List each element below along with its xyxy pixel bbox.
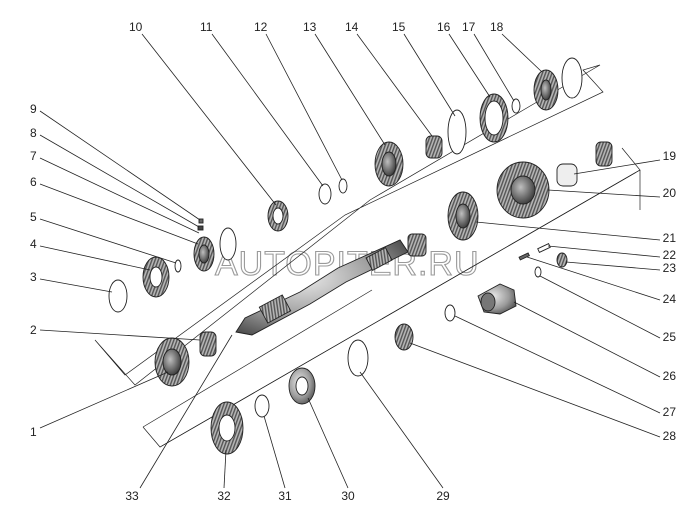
part-19-bushing bbox=[556, 163, 578, 187]
leader-line-2 bbox=[39, 329, 201, 341]
leader-line-32 bbox=[223, 449, 227, 489]
leader-line-1 bbox=[39, 371, 169, 429]
part-29-snap-ring bbox=[347, 339, 369, 377]
callout-label-30: 30 bbox=[341, 489, 355, 503]
part-23-nut bbox=[556, 252, 568, 268]
leader-line-11 bbox=[211, 33, 324, 187]
callout-label-12: 12 bbox=[254, 20, 268, 34]
part-3-snap-ring bbox=[108, 279, 128, 313]
part-7-ring bbox=[219, 227, 237, 261]
callout-label-19: 19 bbox=[663, 149, 677, 163]
part-31-washer bbox=[254, 394, 270, 418]
leader-line-12 bbox=[265, 33, 343, 181]
callout-label-21: 21 bbox=[663, 231, 677, 245]
parts-group bbox=[108, 57, 613, 455]
axis-lines bbox=[94, 64, 641, 448]
part-5-washer bbox=[174, 259, 182, 273]
leader-line-14 bbox=[356, 33, 433, 137]
leader-line-4 bbox=[39, 245, 151, 271]
leader-line-7 bbox=[39, 157, 200, 234]
leader-line-17 bbox=[473, 33, 515, 102]
leader-line-5 bbox=[39, 218, 177, 264]
part-22-pin bbox=[537, 243, 551, 253]
callout-label-20: 20 bbox=[663, 186, 677, 200]
part-33-bearing bbox=[199, 331, 217, 357]
callout-label-14: 14 bbox=[345, 20, 359, 34]
part-27-seal bbox=[444, 304, 456, 322]
callout-label-8: 8 bbox=[30, 126, 37, 140]
leader-line-27 bbox=[454, 315, 661, 414]
leader-line-16 bbox=[448, 33, 491, 98]
callout-label-9: 9 bbox=[30, 102, 37, 116]
callout-label-3: 3 bbox=[30, 270, 37, 284]
callout-label-1: 1 bbox=[30, 425, 37, 439]
leader-line-26 bbox=[513, 301, 661, 378]
leader-line-25 bbox=[539, 275, 661, 339]
part-12-ring bbox=[338, 178, 348, 194]
callout-label-29: 29 bbox=[436, 489, 450, 503]
leader-line-10 bbox=[141, 33, 277, 206]
callout-label-15: 15 bbox=[392, 20, 406, 34]
part-25-washer bbox=[534, 266, 542, 278]
callout-label-31: 31 bbox=[278, 489, 292, 503]
callout-label-17: 17 bbox=[462, 20, 476, 34]
leader-line-15 bbox=[403, 33, 456, 117]
leader-line-22 bbox=[547, 245, 661, 258]
callout-label-16: 16 bbox=[437, 20, 451, 34]
leader-line-23 bbox=[565, 261, 661, 271]
leader-line-8 bbox=[39, 134, 200, 228]
callout-label-6: 6 bbox=[30, 175, 37, 189]
callout-label-27: 27 bbox=[663, 405, 677, 419]
leader-lines bbox=[39, 33, 661, 489]
callout-label-33: 33 bbox=[125, 489, 139, 503]
callout-label-4: 4 bbox=[30, 237, 37, 251]
part-11-washer bbox=[318, 183, 332, 205]
leader-line-29 bbox=[359, 371, 444, 489]
leader-line-30 bbox=[307, 397, 349, 489]
callout-label-32: 32 bbox=[217, 489, 231, 503]
part-15-ring bbox=[447, 109, 467, 155]
part-28-bearing bbox=[394, 323, 414, 351]
callout-label-10: 10 bbox=[129, 20, 143, 34]
leader-line-6 bbox=[39, 183, 199, 245]
leader-line-21 bbox=[475, 221, 661, 241]
leader-line-3 bbox=[39, 278, 113, 293]
callout-label-7: 7 bbox=[30, 149, 37, 163]
callout-label-18: 18 bbox=[490, 20, 504, 34]
leader-line-13 bbox=[314, 33, 386, 146]
part-24-bolt bbox=[518, 252, 530, 261]
callout-label-11: 11 bbox=[200, 20, 213, 34]
callout-label-25: 25 bbox=[663, 330, 677, 344]
leader-line-24 bbox=[526, 256, 661, 301]
leader-line-20 bbox=[547, 189, 661, 198]
part-9-key bbox=[198, 218, 204, 224]
leader-line-18 bbox=[501, 33, 543, 73]
leader-line-28 bbox=[409, 342, 661, 438]
callout-label-24: 24 bbox=[663, 292, 677, 306]
callout-label-5: 5 bbox=[30, 210, 37, 224]
callout-label-13: 13 bbox=[303, 20, 317, 34]
part-8-pin bbox=[197, 225, 204, 231]
leader-line-31 bbox=[263, 415, 286, 489]
callout-label-28: 28 bbox=[663, 429, 677, 443]
leader-line-9 bbox=[39, 110, 201, 221]
callout-label-23: 23 bbox=[663, 261, 677, 275]
callout-label-26: 26 bbox=[663, 369, 677, 383]
part-17-circlip bbox=[511, 98, 521, 114]
callout-label-22: 22 bbox=[663, 248, 677, 262]
leader-line-19 bbox=[573, 159, 661, 175]
part-14-needle-bearing bbox=[425, 135, 443, 159]
leader-line-33 bbox=[139, 334, 233, 489]
callout-label-2: 2 bbox=[30, 323, 37, 337]
